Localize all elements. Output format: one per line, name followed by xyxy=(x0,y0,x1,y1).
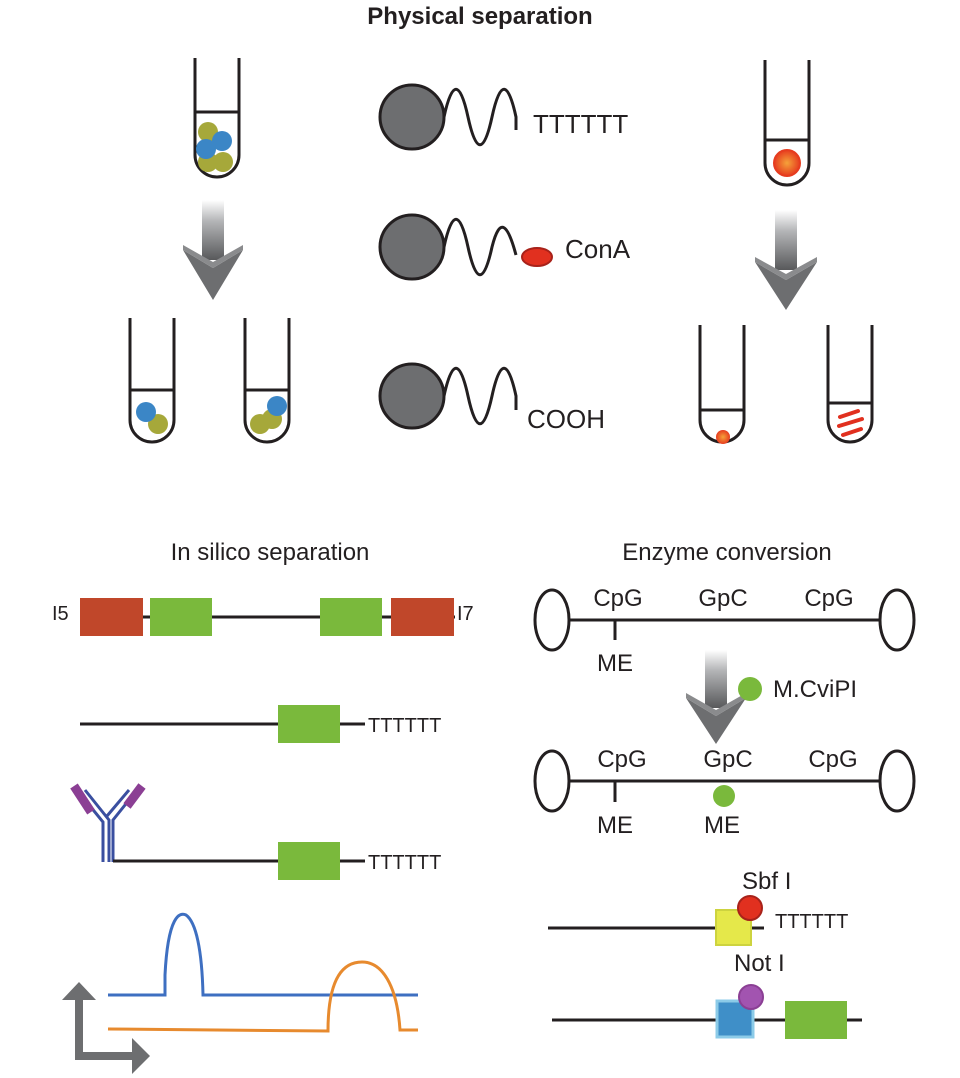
site-label: CpG xyxy=(804,585,853,612)
bead-cona: ConA xyxy=(378,213,631,281)
not-construct: Not I xyxy=(552,950,862,1039)
cell-tube-output-1 xyxy=(128,318,176,444)
antibody-icon xyxy=(70,783,146,862)
nucleus-small xyxy=(716,430,730,444)
bead-polyt-label: TTTTTT xyxy=(533,109,628,139)
enzyme-name: M.CviPI xyxy=(773,676,857,703)
me-label: ME xyxy=(597,812,633,839)
mcvipi-enzyme-dot xyxy=(738,677,762,701)
me-label: ME xyxy=(704,812,740,839)
methylation-dot xyxy=(713,785,735,807)
site-label: CpG xyxy=(808,746,857,773)
barcode-block xyxy=(785,1001,847,1039)
antibody-construct: TTTTTT xyxy=(70,783,441,880)
bead-polyt: TTTTTT xyxy=(378,83,628,151)
trace-blue xyxy=(108,912,418,997)
nucleus-tube-input xyxy=(763,60,811,187)
site-label: GpC xyxy=(703,746,752,773)
barcode-block xyxy=(278,842,340,880)
barcode-block xyxy=(278,705,340,743)
axes-icon xyxy=(62,982,150,1074)
bead-cooh: COOH xyxy=(378,362,605,434)
site-label: GpC xyxy=(698,585,747,612)
polyt-label: TTTTTT xyxy=(368,715,441,737)
not-label: Not I xyxy=(734,950,785,977)
enzyme-title: Enzyme conversion xyxy=(622,539,831,566)
nucleus-tube-output-2 xyxy=(826,325,874,444)
sbf-construct: Sbf I TTTTTT xyxy=(548,868,848,946)
site-label: CpG xyxy=(597,746,646,773)
i5-index-block xyxy=(80,598,143,636)
polyt-label: TTTTTT xyxy=(368,852,441,874)
cell-blue xyxy=(196,139,216,159)
i7-label: I7 xyxy=(457,603,474,625)
chromosome-after: CpG GpC CpG ME ME xyxy=(533,746,916,839)
site-label: CpG xyxy=(593,585,642,612)
bead-cona-label: ConA xyxy=(565,234,631,264)
barcode-block xyxy=(150,598,212,636)
cell-tube-output-2 xyxy=(243,318,291,444)
signal-traces xyxy=(107,912,418,1033)
cell-blue xyxy=(136,402,156,422)
cell-tube-input xyxy=(193,58,241,179)
polyt-construct: TTTTTT xyxy=(80,705,441,743)
sbf-polyt-label: TTTTTT xyxy=(775,911,848,933)
down-arrow-nuclei xyxy=(755,210,817,310)
i7-index-block xyxy=(391,598,454,636)
cell-blue xyxy=(267,396,287,416)
i5-label: I5 xyxy=(52,603,69,625)
trace-orange xyxy=(107,960,418,1033)
nucleus-tube-output-1 xyxy=(698,325,746,444)
lysed-nucleus xyxy=(837,409,864,437)
sbf-site-block xyxy=(715,909,752,946)
nucleus xyxy=(773,149,801,177)
sbf-enzyme-dot xyxy=(737,895,763,921)
insilico-title: In silico separation xyxy=(171,539,370,566)
down-arrow-cells xyxy=(183,200,243,300)
barcode-block xyxy=(320,598,382,636)
cell-blue xyxy=(212,131,232,151)
not-enzyme-dot xyxy=(738,984,764,1010)
me-label: ME xyxy=(597,650,633,677)
down-arrow-enzyme: M.CviPI xyxy=(686,650,857,744)
dual-index-construct: I5 I7 xyxy=(52,598,474,636)
bead-cooh-label: COOH xyxy=(527,404,605,434)
cell-olive xyxy=(213,152,233,172)
physical-separation-title: Physical separation xyxy=(367,3,592,30)
chromosome-before: CpG GpC CpG ME xyxy=(533,585,916,677)
cona-ligand xyxy=(521,247,553,267)
sbf-label: Sbf I xyxy=(742,868,791,895)
